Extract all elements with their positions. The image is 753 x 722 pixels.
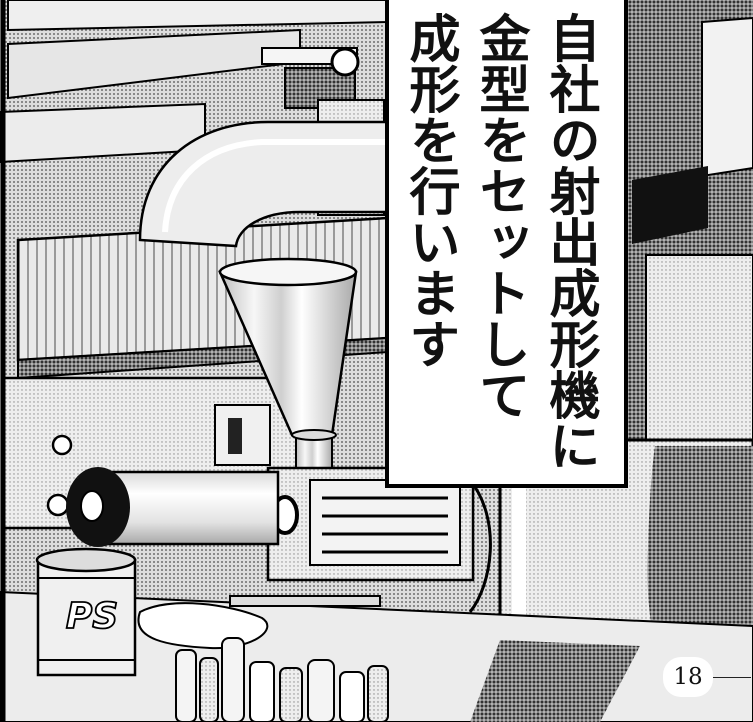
bottle (339, 671, 365, 722)
bucket-lid (35, 547, 137, 573)
control-lever-box (214, 404, 271, 466)
machine-body-shadow (647, 446, 753, 644)
machine-body-highlight (512, 470, 526, 620)
bottle (367, 665, 389, 722)
wall-window (645, 254, 753, 446)
wall-shadow (632, 166, 708, 244)
bottle (307, 659, 335, 722)
machine-cable (468, 479, 492, 613)
bottle (279, 667, 303, 722)
bottle (199, 657, 219, 722)
hopper-rim (218, 257, 358, 287)
cloth (137, 602, 269, 650)
panel-knob (46, 493, 70, 517)
valve-wheel (330, 47, 360, 77)
panel-indicator-light (51, 434, 73, 456)
control-lever (228, 418, 242, 454)
caption-text: 自社の射出成形機に 金型をセットして 成形を行います (394, 12, 604, 471)
page-number-rule (713, 677, 751, 678)
bench-rod (229, 595, 381, 607)
bench-shadow (470, 640, 640, 722)
bucket-label: PS (66, 596, 118, 637)
duct-elbow (138, 120, 390, 248)
caption-line-3: 成形を行います (400, 12, 459, 369)
bucket-body (36, 558, 137, 677)
page-number: 18 (663, 657, 713, 697)
wall-board (701, 16, 753, 178)
caption-box: 自社の射出成形機に 金型をセットして 成形を行います (385, 0, 628, 488)
caption-line-1: 自社の射出成形機に (540, 12, 599, 471)
bottle (221, 637, 245, 722)
hopper-collar (291, 429, 337, 441)
barrel-end-hole (80, 490, 104, 522)
duct-highlight (162, 139, 388, 233)
bottle (175, 649, 197, 722)
caption-line-2: 金型をセットして (470, 12, 529, 420)
bottle (249, 661, 275, 722)
